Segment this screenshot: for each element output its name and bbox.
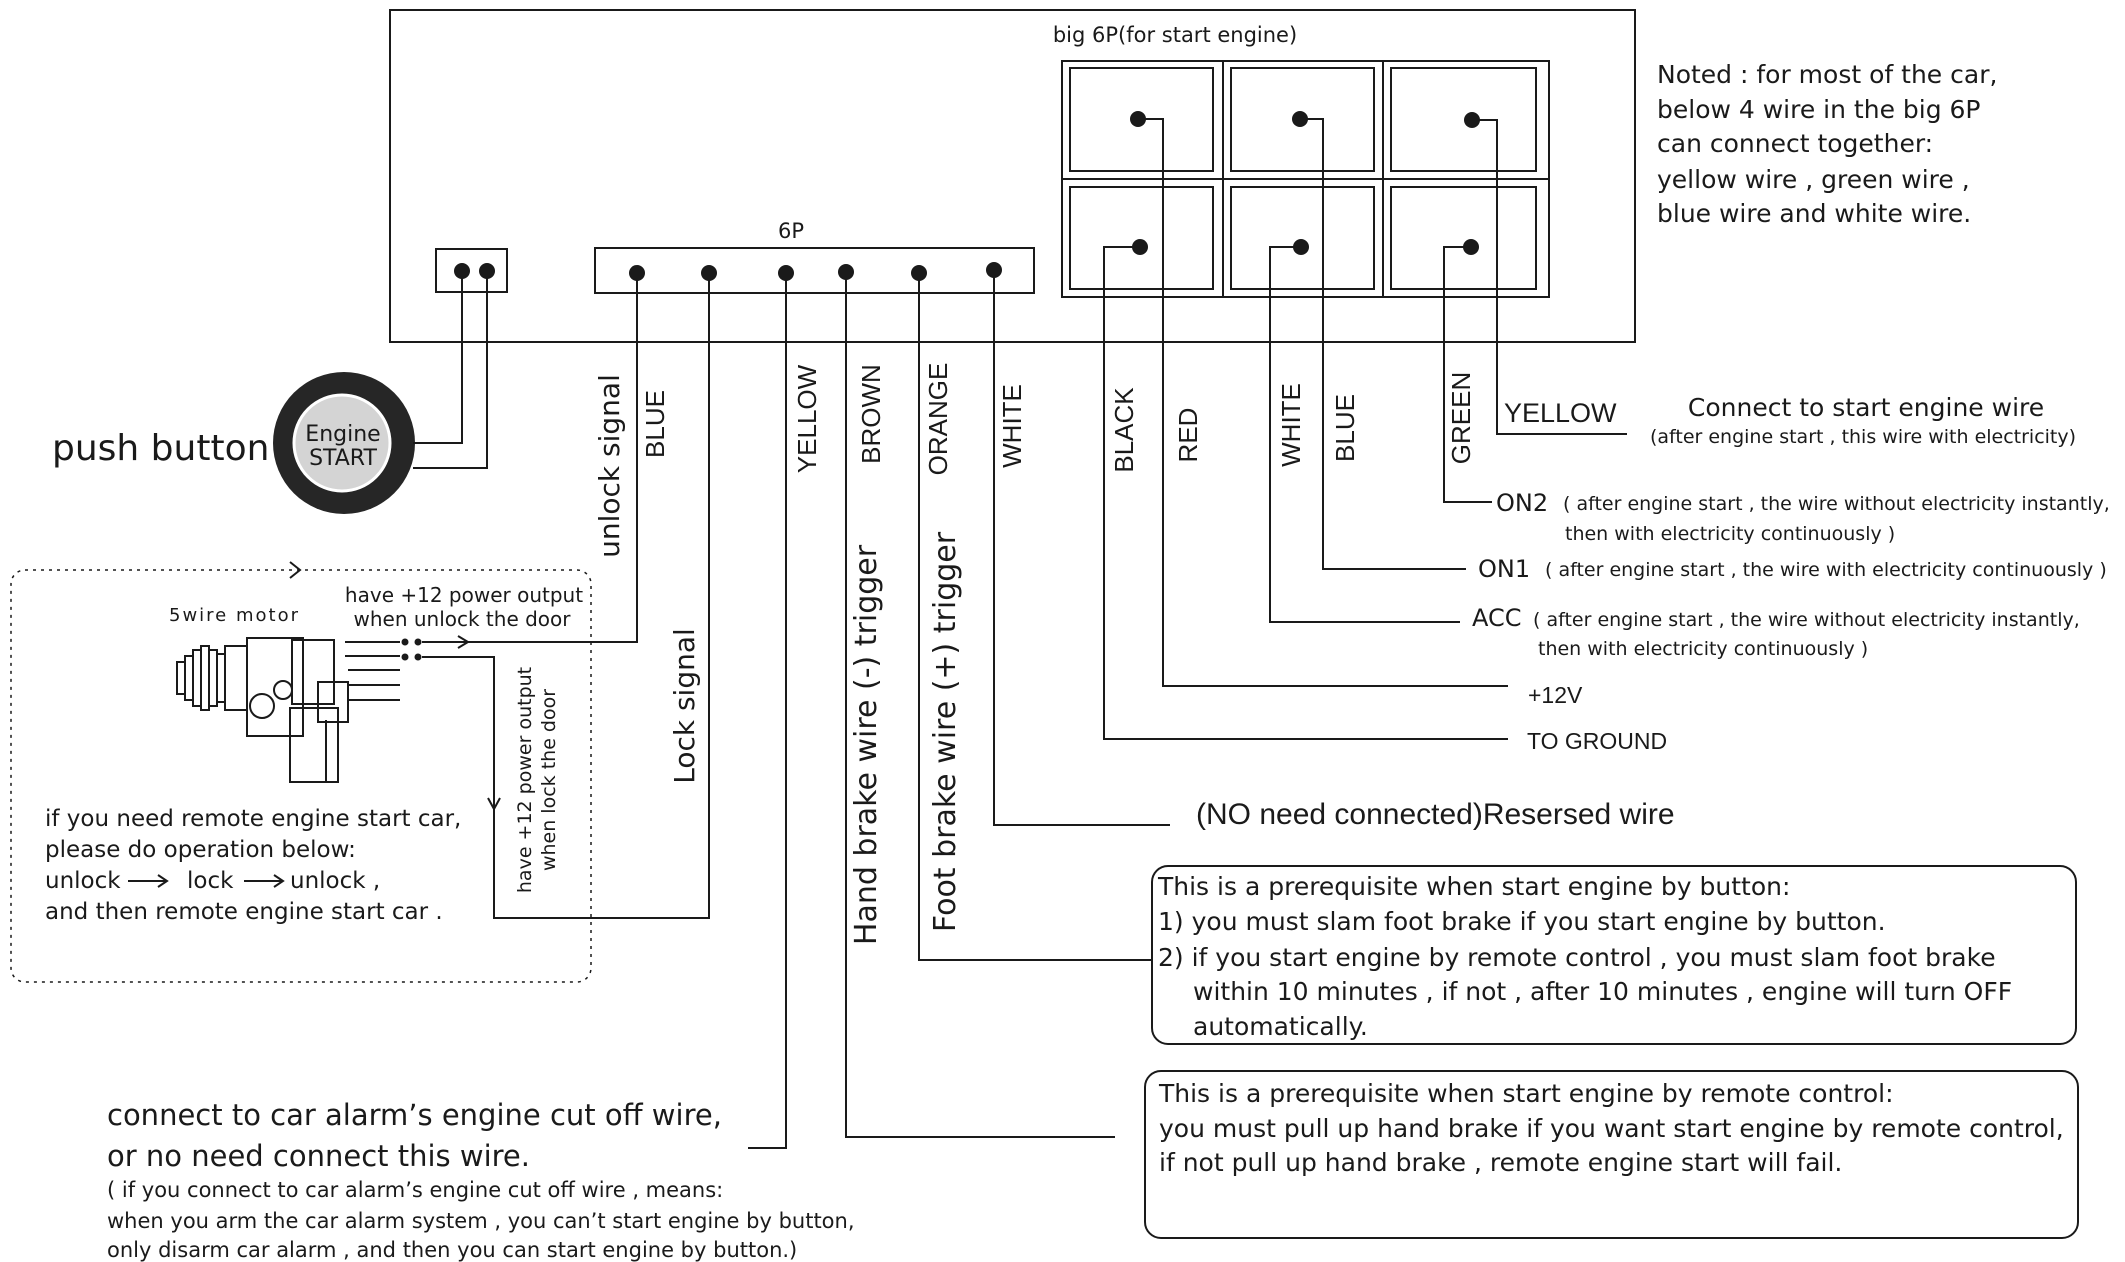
label-yellow-6p: YELLOW bbox=[792, 364, 822, 473]
prereq-remote-line-1: This is a prerequisite when start engine… bbox=[1158, 1079, 1894, 1108]
label-white-big: WHITE bbox=[1276, 383, 1306, 467]
prereq-remote-line-3: if not pull up hand brake , remote engin… bbox=[1159, 1148, 1842, 1177]
prereq-remote-line-2: you must pull up hand brake if you want … bbox=[1159, 1114, 2064, 1143]
prereq-button-line-2: 1) you must slam foot brake if you start… bbox=[1158, 907, 1886, 936]
prereq-button-line-3: 2) if you start engine by remote control… bbox=[1158, 943, 1996, 972]
6p-title: 6P bbox=[778, 219, 804, 243]
remote-note-line1: if you need remote engine start car, bbox=[45, 806, 461, 832]
prereq-remote-box bbox=[1144, 1070, 2079, 1239]
push-button-label: push button bbox=[52, 428, 269, 469]
engine-start-line1: Engine bbox=[305, 422, 380, 447]
acc-label: ACC bbox=[1472, 604, 1522, 632]
label-red-big: RED bbox=[1173, 408, 1203, 463]
prereq-button-box bbox=[1151, 865, 2077, 1045]
wire-white-6p bbox=[993, 270, 1170, 826]
wire-red-big bbox=[1138, 118, 1508, 687]
motor-title: 5wire motor bbox=[169, 605, 300, 626]
lock-arrow-line bbox=[422, 656, 495, 807]
6p-connector bbox=[594, 247, 1035, 294]
engine-start-line2: START bbox=[309, 446, 377, 471]
unlock-output-line1: have +12 power output bbox=[345, 583, 583, 607]
prereq-button-line-4: within 10 minutes , if not , after 10 mi… bbox=[1193, 977, 2012, 1006]
remote-seq-unlock-2: unlock , bbox=[290, 868, 380, 894]
push-button-wire-1 bbox=[413, 271, 463, 444]
note-line-3: can connect together: bbox=[1657, 129, 1933, 158]
big-6p-connector bbox=[1061, 60, 1550, 298]
cutoff-line-1: connect to car alarm’s engine cut off wi… bbox=[107, 1098, 722, 1132]
reserved-wire-label: (NO need connected)Resersed wire bbox=[1196, 798, 1675, 831]
lock-output-line2: when lock the door bbox=[538, 689, 560, 871]
unlock-output-line2: when unlock the door bbox=[353, 607, 571, 631]
engine-start-button: Engine START bbox=[273, 372, 415, 514]
dotted-arrow-head bbox=[289, 561, 302, 579]
wire-black-big bbox=[1103, 246, 1508, 740]
2p-connector bbox=[435, 248, 508, 293]
wire-white-big bbox=[1269, 246, 1460, 623]
label-blue-big: BLUE bbox=[1330, 394, 1360, 462]
wire-brown-6p bbox=[845, 272, 1115, 1138]
remote-note-line2: please do operation below: bbox=[45, 837, 356, 863]
on2-label: ON2 bbox=[1496, 489, 1548, 517]
acc-desc-2: then with electricity continuously ) bbox=[1538, 638, 1868, 660]
wire-green-big bbox=[1443, 246, 1492, 503]
on1-label: ON1 bbox=[1478, 555, 1530, 583]
on2-desc-1: ( after engine start , the wire without … bbox=[1563, 493, 2110, 515]
seq-arrow-icon bbox=[244, 874, 285, 888]
on1-desc: ( after engine start , the wire with ele… bbox=[1545, 559, 2107, 581]
wire-blue-unlock bbox=[466, 273, 638, 643]
note-line-2: below 4 wire in the big 6P bbox=[1657, 95, 1981, 124]
wire-orange-6p bbox=[918, 273, 1152, 961]
cutoff-line-5: only disarm car alarm , and then you can… bbox=[107, 1238, 797, 1262]
cutoff-line-3: ( if you connect to car alarm’s engine c… bbox=[107, 1178, 723, 1202]
label-hand-brake: Hand brake wire (-) trigger bbox=[849, 544, 884, 945]
wire-yellow-6p bbox=[748, 273, 787, 1149]
prereq-button-line-5: automatically. bbox=[1193, 1012, 1368, 1041]
push-button-wire-2 bbox=[413, 271, 488, 469]
motor-section-box bbox=[10, 569, 592, 983]
note-line-1: Noted : for most of the car, bbox=[1657, 60, 1997, 89]
label-green-big: GREEN bbox=[1446, 372, 1476, 464]
seq-arrow-icon bbox=[128, 874, 169, 888]
remote-seq-unlock: unlock bbox=[45, 868, 121, 894]
wire-blue-big bbox=[1300, 118, 1466, 570]
on2-desc-2: then with electricity continuously ) bbox=[1565, 523, 1895, 545]
wire-lock-signal bbox=[493, 273, 710, 919]
wire-yellow-big bbox=[1472, 119, 1627, 435]
remote-note-line3: and then remote engine start car . bbox=[45, 899, 443, 925]
label-black-big: BLACK bbox=[1109, 387, 1139, 473]
note-line-5: blue wire and white wire. bbox=[1657, 199, 1971, 228]
label-orange-6p: ORANGE bbox=[923, 363, 953, 476]
label-brown-6p: BROWN bbox=[856, 364, 886, 464]
label-blue-6p: BLUE bbox=[640, 390, 670, 458]
cutoff-line-4: when you arm the car alarm system , you … bbox=[107, 1209, 855, 1233]
label-foot-brake: Foot brake wire (+) trigger bbox=[928, 531, 963, 932]
prereq-button-line-1: This is a prerequisite when start engine… bbox=[1157, 872, 1790, 901]
acc-desc-1: ( after engine start , the wire without … bbox=[1533, 609, 2080, 631]
label-white-6p: WHITE bbox=[997, 384, 1027, 468]
plus12v-label: +12V bbox=[1528, 682, 1583, 708]
big-6p-title: big 6P(for start engine) bbox=[1053, 23, 1297, 47]
start-wire-sub: (after engine start , this wire with ele… bbox=[1650, 426, 2076, 448]
start-wire-label: Connect to start engine wire bbox=[1688, 393, 2044, 422]
ground-label: TO GROUND bbox=[1527, 728, 1667, 754]
main-module-box bbox=[389, 9, 1636, 343]
label-lock-signal: Lock signal bbox=[668, 628, 701, 784]
door-lock-motor-icon bbox=[176, 637, 400, 783]
lock-output-line1: have +12 power output bbox=[514, 667, 536, 893]
cutoff-line-2: or no need connect this wire. bbox=[107, 1139, 530, 1173]
remote-seq-lock: lock bbox=[187, 868, 234, 894]
label-yellow-big: YELLOW bbox=[1504, 398, 1617, 428]
label-unlock-signal: unlock signal bbox=[593, 374, 626, 558]
note-line-4: yellow wire , green wire , bbox=[1657, 165, 1970, 194]
